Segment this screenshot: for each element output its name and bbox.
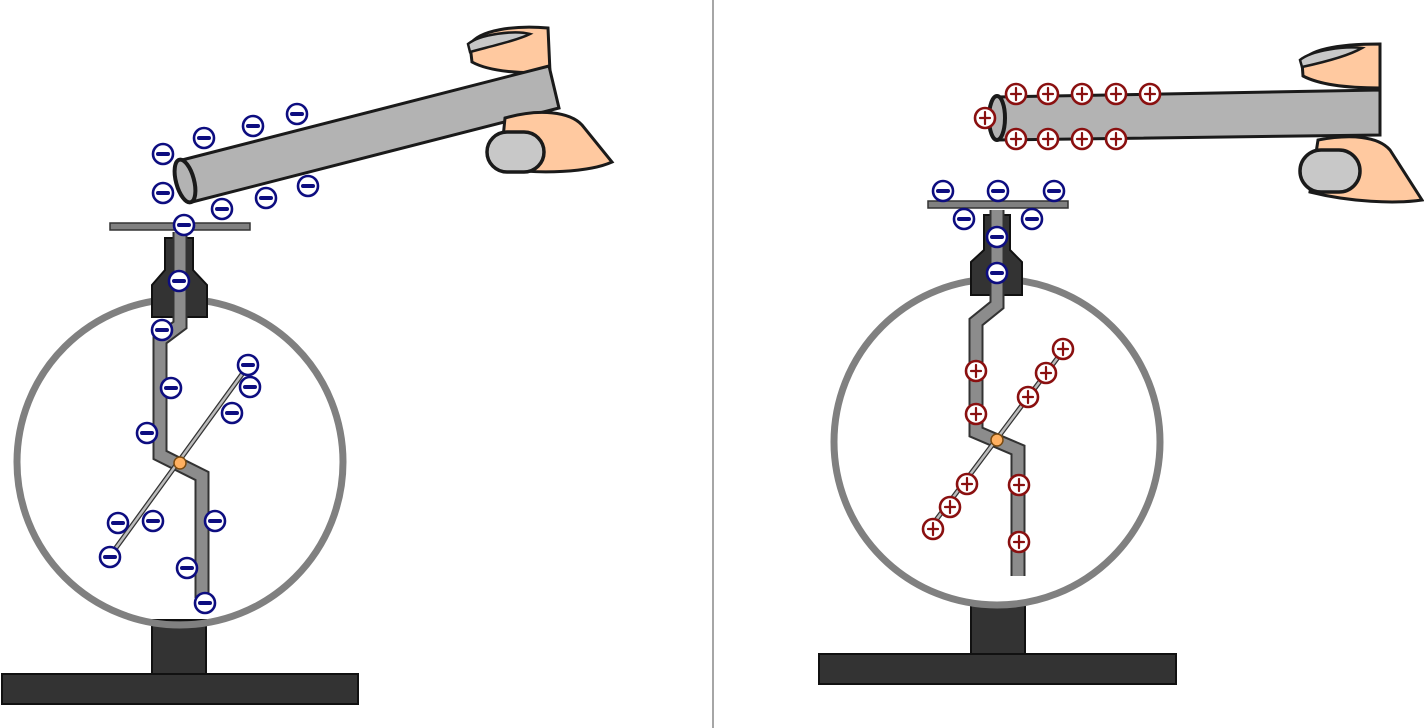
- positive-charge-icon: [1104, 127, 1128, 151]
- negative-charge-icon: [141, 509, 165, 533]
- right-hand-with-rod: [987, 42, 1424, 204]
- negative-charge-icon: [172, 213, 196, 237]
- positive-charge-icon: [1007, 530, 1031, 554]
- negative-charge-icon: [1042, 179, 1066, 203]
- right-charges: [921, 82, 1162, 554]
- left-panel: [1, 25, 615, 705]
- negative-charge-icon: [952, 207, 976, 231]
- negative-charge-icon: [135, 421, 159, 445]
- negative-charge-icon: [203, 509, 227, 533]
- positive-charge-icon: [1070, 127, 1094, 151]
- negative-charge-icon: [98, 545, 122, 569]
- positive-charge-icon: [921, 517, 945, 541]
- negative-charge-icon: [175, 556, 199, 580]
- negative-charge-icon: [106, 511, 130, 535]
- positive-charge-icon: [1051, 337, 1075, 361]
- positive-charge-icon: [1104, 82, 1128, 106]
- negative-charge-icon: [931, 179, 955, 203]
- positive-charge-icon: [938, 495, 962, 519]
- positive-charge-icon: [955, 472, 979, 496]
- negative-charge-icon: [985, 225, 1009, 249]
- negative-charge-icon: [151, 181, 175, 205]
- left-stand: [1, 619, 359, 705]
- negative-charge-icon: [150, 318, 174, 342]
- negative-charge-icon: [985, 261, 1009, 285]
- negative-charge-icon: [151, 142, 175, 166]
- left-hand-with-rod: [172, 25, 615, 205]
- positive-charge-icon: [964, 359, 988, 383]
- positive-charge-icon: [1004, 127, 1028, 151]
- negative-charge-icon: [1020, 207, 1044, 231]
- negative-charge-icon: [192, 126, 216, 150]
- negative-charge-icon: [238, 375, 262, 399]
- positive-charge-icon: [973, 106, 997, 130]
- positive-charge-icon: [1004, 82, 1028, 106]
- left-charges: [98, 102, 320, 615]
- negative-charge-icon: [241, 114, 265, 138]
- negative-charge-icon: [296, 174, 320, 198]
- positive-charge-icon: [1036, 127, 1060, 151]
- positive-charge-icon: [1036, 82, 1060, 106]
- right-panel: [818, 42, 1424, 685]
- negative-charge-icon: [210, 197, 234, 221]
- positive-charge-icon: [1016, 385, 1040, 409]
- positive-charge-icon: [964, 402, 988, 426]
- negative-charge-icon: [193, 591, 217, 615]
- right-nail-top: [1298, 46, 1366, 69]
- right-nail-bottom: [1298, 148, 1362, 194]
- left-nail-top: [466, 31, 534, 54]
- negative-charge-icon: [986, 179, 1010, 203]
- negative-charge-icon: [254, 186, 278, 210]
- left-nail-bottom: [485, 130, 546, 174]
- positive-charge-icon: [1138, 82, 1162, 106]
- positive-charge-icon: [1007, 473, 1031, 497]
- negative-charge-icon: [236, 353, 260, 377]
- right-stand: [818, 603, 1177, 685]
- negative-charge-icon: [220, 401, 244, 425]
- positive-charge-icon: [1034, 361, 1058, 385]
- left-pivot: [173, 456, 187, 470]
- negative-charge-icon: [167, 269, 191, 293]
- positive-charge-icon: [1070, 82, 1094, 106]
- negative-charge-icon: [285, 102, 309, 126]
- negative-charge-icon: [159, 376, 183, 400]
- right-pivot: [990, 433, 1004, 447]
- left-rod-end: [172, 157, 198, 205]
